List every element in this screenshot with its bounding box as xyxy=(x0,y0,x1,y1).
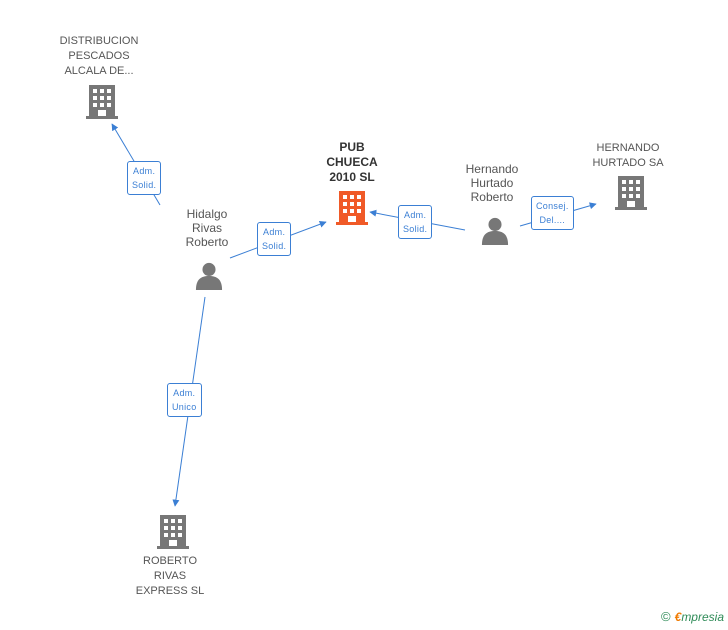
label-line: DISTRIBUCION xyxy=(59,35,139,47)
label-line: 2010 SL xyxy=(329,170,375,184)
node-label-distribucion[interactable]: DISTRIBUCION PESCADOS ALCALA DE... xyxy=(44,34,154,79)
building-icon[interactable] xyxy=(157,515,189,549)
edge-label-line: Del.... xyxy=(539,215,566,225)
label-line: Roberto xyxy=(470,190,514,204)
label-line: ROBERTO xyxy=(143,555,197,567)
copyright-icon: © xyxy=(661,609,671,624)
node-label-pub-chueca[interactable]: PUB CHUECA 2010 SL xyxy=(312,140,392,185)
label-line: EXPRESS SL xyxy=(135,585,205,597)
brand-logo-letter: € xyxy=(674,610,682,624)
label-line: HURTADO SA xyxy=(592,157,664,169)
edge-label-line: Unico xyxy=(172,402,197,412)
node-label-hernando-person[interactable]: Hernando Hurtado Roberto xyxy=(447,162,537,204)
node-label-hernando-sa[interactable]: HERNANDO HURTADO SA xyxy=(573,141,683,171)
brand-footer[interactable]: ©€mpresia xyxy=(661,609,724,624)
label-line: RIVAS xyxy=(153,570,187,582)
edge-label-line: Solid. xyxy=(403,224,428,234)
label-line: Hernando xyxy=(465,162,519,176)
edge-label-hidalgo-roberto-rivas[interactable]: Adm. Unico xyxy=(167,383,202,417)
person-icon[interactable] xyxy=(195,262,223,290)
label-line: Rivas xyxy=(191,221,222,235)
building-icon[interactable] xyxy=(336,191,368,225)
label-line: Hidalgo xyxy=(186,207,228,221)
label-line: ALCALA DE... xyxy=(64,65,134,77)
building-icon[interactable] xyxy=(615,176,647,210)
edge-label-line: Adm. xyxy=(133,166,156,176)
edge-label-hidalgo-distribucion[interactable]: Adm. Solid. xyxy=(127,161,162,195)
label-line: CHUECA xyxy=(326,155,378,169)
edge-label-hernando-hernando-sa[interactable]: Consej. Del.... xyxy=(531,196,574,230)
edge-label-hidalgo-pub-chueca[interactable]: Adm. Solid. xyxy=(257,222,292,256)
edge-label-line: Solid. xyxy=(132,180,157,190)
edge-label-line: Consej. xyxy=(536,201,569,211)
edge-label-hernando-pub-chueca[interactable]: Adm. Solid. xyxy=(398,205,433,239)
edge-label-line: Solid. xyxy=(262,241,287,251)
label-line: Hurtado xyxy=(470,176,514,190)
edge-label-line: Adm. xyxy=(263,227,286,237)
building-icon[interactable] xyxy=(86,85,118,119)
edge-label-line: Adm. xyxy=(173,388,196,398)
person-icon[interactable] xyxy=(481,217,509,245)
brand-name: mpresia xyxy=(681,610,724,624)
node-label-roberto-rivas-express[interactable]: ROBERTO RIVAS EXPRESS SL xyxy=(115,554,225,599)
label-line: PESCADOS xyxy=(68,50,130,62)
label-line: Roberto xyxy=(185,235,229,249)
node-label-hidalgo[interactable]: Hidalgo Rivas Roberto xyxy=(162,207,252,249)
label-line: PUB xyxy=(339,140,365,154)
edge-label-line: Adm. xyxy=(404,210,427,220)
label-line: HERNANDO xyxy=(596,142,660,154)
